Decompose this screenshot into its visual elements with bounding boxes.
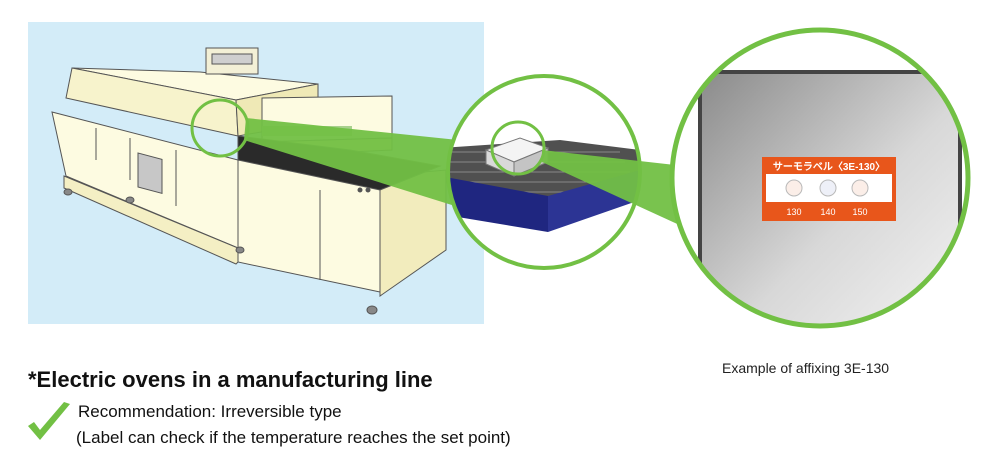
recommendation-text: Recommendation: Irreversible type <box>78 402 342 421</box>
zoom-beam-1 <box>244 118 458 206</box>
recommendation-note: (Label can check if the temperature reac… <box>76 428 511 447</box>
electric-oven <box>51 47 447 315</box>
label-closeup-circle: サーモラベル〈3E-130〉 130 140 150 <box>669 27 971 329</box>
temp-130: 130 <box>786 207 801 217</box>
indicator-dot-2 <box>819 179 837 197</box>
zoom-beam-2 <box>542 150 686 228</box>
thermo-label: サーモラベル〈3E-130〉 130 140 150 <box>762 157 896 221</box>
indicator-dot-3 <box>851 179 869 197</box>
label-title: サーモラベル〈3E-130〉 <box>773 160 885 173</box>
temp-140: 140 <box>820 207 835 217</box>
indicator-dot-1 <box>785 179 803 197</box>
conveyor-detail-circle <box>446 74 642 270</box>
checkmark-icon <box>28 402 70 440</box>
closeup-caption: Example of affixing 3E-130 <box>722 360 890 376</box>
temp-150: 150 <box>852 207 867 217</box>
page-heading: *Electric ovens in a manufacturing line <box>28 367 433 392</box>
